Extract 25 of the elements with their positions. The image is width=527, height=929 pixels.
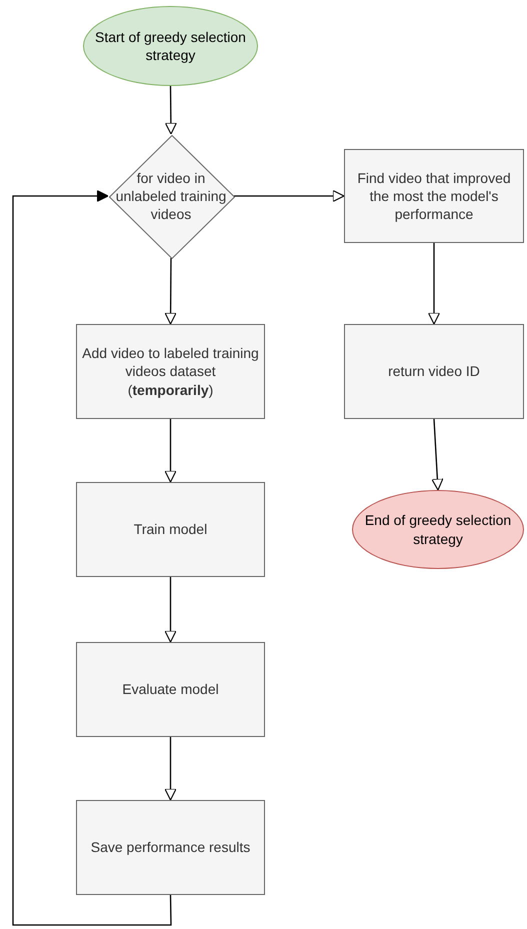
process-box <box>76 324 265 419</box>
process-box <box>76 800 265 895</box>
process-box <box>76 482 265 577</box>
arrow <box>164 86 177 135</box>
step-label: Add video to labeled training videos dataset (temporarily) <box>81 344 260 399</box>
step-label: End of greedy selection strategy <box>364 511 512 548</box>
arrow <box>164 737 177 801</box>
arrow <box>428 243 440 325</box>
step-label: Start of greedy selection strategy <box>94 28 247 64</box>
process-box <box>344 324 524 419</box>
step-label: Save performance results <box>90 838 250 857</box>
arrow <box>164 258 177 325</box>
arrow <box>164 419 177 483</box>
step-label: for video in unlabeled training videos <box>114 168 228 224</box>
decision-diamond <box>108 134 234 258</box>
step-label: Train model <box>134 520 208 539</box>
arrow <box>12 190 172 926</box>
step-label: Find video that improved the most the model's performance <box>356 168 512 224</box>
step-label: Evaluate model <box>122 680 219 699</box>
arrow <box>234 190 345 202</box>
process-box <box>76 642 265 737</box>
process-box <box>344 149 524 243</box>
arrow <box>164 577 177 643</box>
step-label: return video ID <box>388 362 480 381</box>
arrow <box>431 418 444 491</box>
